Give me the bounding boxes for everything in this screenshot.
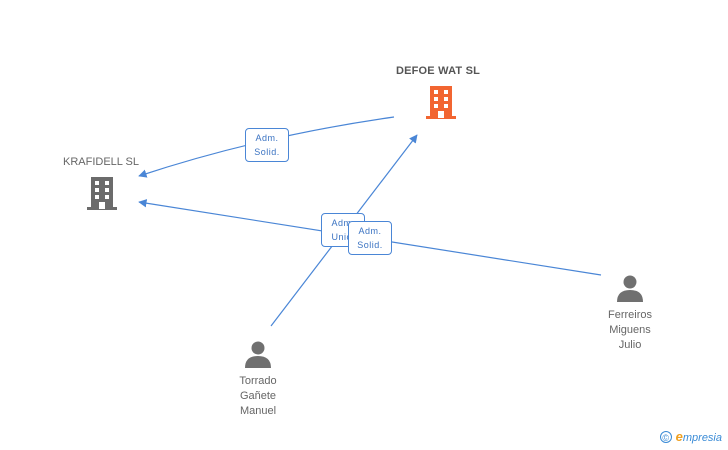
company-name-defoe[interactable]: DEFOE WAT SL: [395, 65, 481, 77]
edge-label-line: Adm.: [358, 226, 382, 236]
person-icon[interactable]: [245, 341, 271, 369]
edge-label-defoe-krafidell: Adm. Solid.: [245, 128, 289, 162]
person-name-line: Julio: [618, 339, 642, 351]
person-name-line: Ferreiros: [607, 309, 652, 321]
edge-label-line: Solid.: [254, 147, 280, 157]
edge-label-ferreiros-krafidell: Adm. Solid.: [348, 221, 392, 255]
building-icon[interactable]: [426, 86, 456, 119]
company-name-krafidell[interactable]: KRAFIDELL SL: [62, 156, 139, 168]
edge-label-line: Unic.: [331, 232, 355, 242]
person-name-line: Torrado: [239, 375, 277, 387]
brand-logo: empresia: [675, 429, 722, 444]
edge-label-line: Solid.: [357, 240, 383, 250]
building-icon[interactable]: [87, 177, 117, 210]
person-name-torrado[interactable]: Torrado Gañete Manuel: [220, 374, 296, 419]
person-icon[interactable]: [617, 275, 643, 303]
person-name-ferreiros[interactable]: Ferreiros Miguens Julio: [592, 308, 668, 353]
empresia-watermark: © empresia: [659, 429, 722, 444]
edge-label-line: Adm.: [331, 218, 355, 228]
person-name-line: Manuel: [239, 405, 277, 417]
copyright-icon: ©: [659, 430, 672, 443]
person-name-line: Gañete: [239, 390, 277, 402]
edge-label-line: Adm.: [255, 133, 279, 143]
person-name-line: Miguens: [609, 324, 651, 336]
